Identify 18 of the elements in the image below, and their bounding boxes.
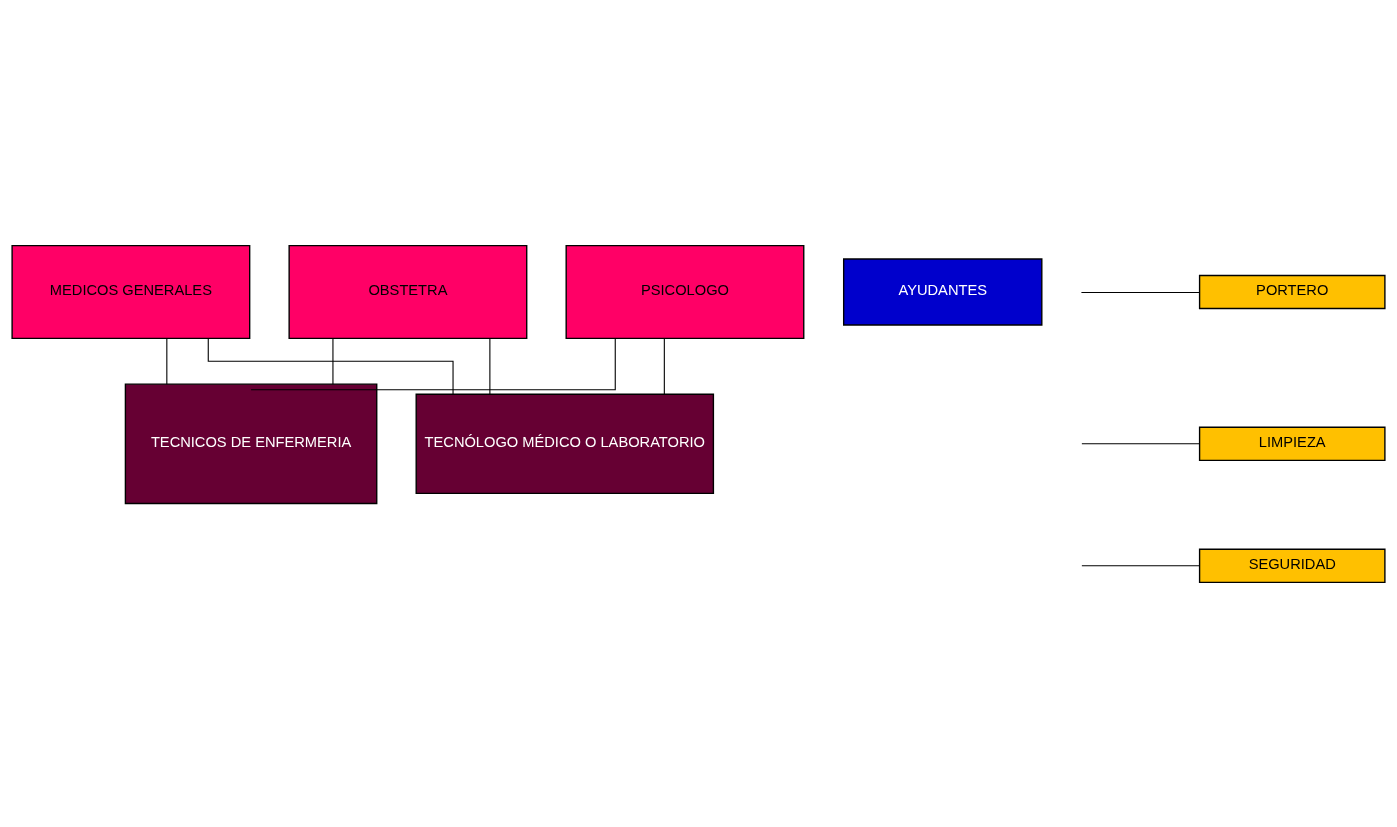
node-box: TECNICOS DE ENFERMERIA [124,383,378,504]
node-box: TECNÓLOGO MÉDICO O LABORATORIO [415,393,715,494]
node-box: PORTERO [1198,274,1386,309]
node-box: LIMPIEZA [1198,426,1386,461]
connector [166,337,168,385]
connector [489,337,491,395]
connector [663,337,665,395]
node-box: AYUDANTES [842,257,1043,326]
connector [207,337,454,395]
connector [1080,291,1201,293]
node-box: MEDICOS GENERALES [11,244,251,339]
node-box: SEGURIDAD [1198,548,1386,583]
connector [1081,442,1200,444]
node-box: PSICOLOGO [565,244,805,339]
connector [1081,564,1200,566]
connector [250,337,616,390]
connector [332,337,334,385]
node-box: OBSTETRA [288,244,528,339]
